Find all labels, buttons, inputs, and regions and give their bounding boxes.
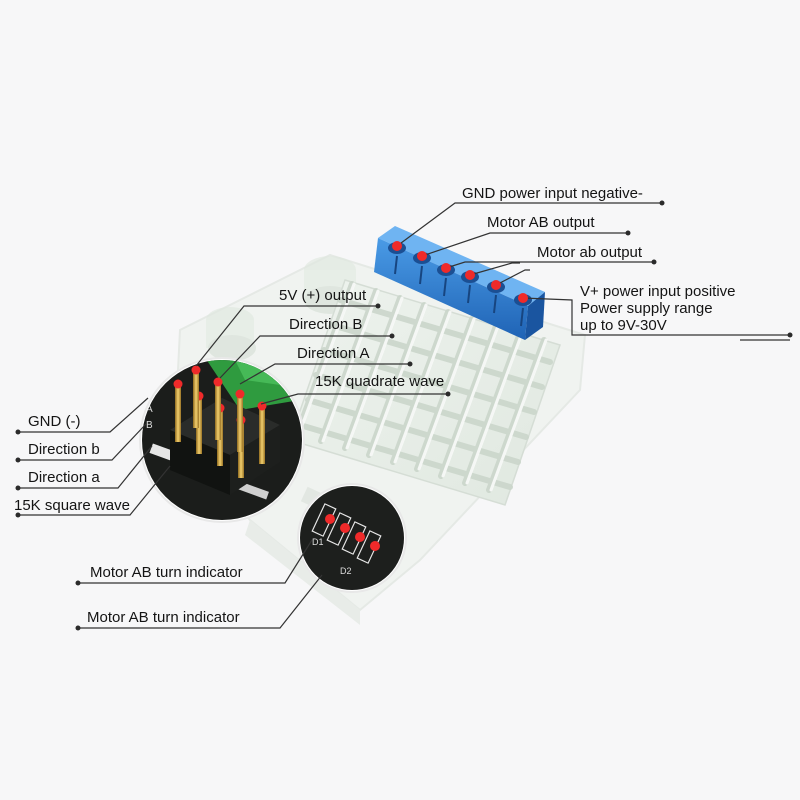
heatsink-fin-highlight <box>369 303 428 457</box>
leader-lines <box>18 202 790 629</box>
heatsink-fin <box>318 288 379 444</box>
label-square-wave: 15K square wave <box>14 497 130 514</box>
heatsink-fin-highlight <box>489 338 548 492</box>
pin-marker <box>257 401 267 411</box>
heatsink-fin <box>462 330 523 486</box>
heatsink-crossfin <box>297 422 513 490</box>
gold-pin <box>193 370 199 428</box>
label-vplus-line1: V+ power input positive <box>580 283 736 300</box>
label-quadrate-wave: 15K quadrate wave <box>315 373 445 390</box>
terminal-divider <box>419 265 423 285</box>
pin-marker <box>235 389 245 399</box>
terminal-divider <box>467 284 471 304</box>
heatsink-crossfin <box>313 372 529 440</box>
pin-marker <box>213 377 223 387</box>
heatsink-fin-highlight <box>393 310 452 464</box>
led-marker <box>370 541 380 551</box>
led-marker <box>340 523 350 533</box>
zoom-circle-pin-header: A B <box>139 357 305 523</box>
heatsink-fin-highlight <box>441 324 500 478</box>
label-direction-A: Direction A <box>297 345 370 362</box>
label-turn-indicator-1: Motor AB turn indicator <box>90 564 243 581</box>
heatsink-fin-highlight <box>465 331 524 485</box>
label-direction-B: Direction B <box>289 316 363 333</box>
heatsink-fin <box>390 309 451 465</box>
pin-marker <box>191 365 201 375</box>
label-direction-b: Direction b <box>28 441 100 458</box>
label-vplus-line3: up to 9V-30V <box>580 317 667 334</box>
heatsink-crossfin <box>321 347 537 415</box>
label-motor-ab-output: Motor ab output <box>537 244 643 261</box>
gold-pin <box>215 382 221 440</box>
svg-text:A: A <box>146 404 153 415</box>
heatsink-fin <box>486 337 547 493</box>
label-turn-indicator-2: Motor AB turn indicator <box>87 609 240 626</box>
heatsink-fin-highlight <box>321 289 380 443</box>
gold-pin <box>237 394 243 452</box>
label-gnd-power-input: GND power input negative- <box>462 185 643 202</box>
label-direction-a: Direction a <box>28 469 100 486</box>
capacitors <box>206 256 356 361</box>
heatsink-fin <box>342 295 403 451</box>
leader-end-dots <box>15 200 793 631</box>
led-marker <box>355 532 365 542</box>
terminal-divider <box>493 294 497 314</box>
svg-text:B: B <box>146 420 153 431</box>
pin-marker <box>173 379 183 389</box>
led-silkscreen: D2 <box>340 566 352 576</box>
heatsink-fin-highlight <box>345 296 404 450</box>
gold-pin <box>259 406 265 464</box>
label-vplus-line2: Power supply range <box>580 300 713 317</box>
pin-header-icon <box>170 365 280 495</box>
label-motor-AB-output: Motor AB output <box>487 214 595 231</box>
heatsink-fin <box>438 323 499 479</box>
terminal-divider <box>520 307 524 327</box>
terminal-divider <box>394 255 398 275</box>
led-silkscreen: D1 <box>312 537 324 547</box>
led-marker <box>325 514 335 524</box>
terminal-markers <box>392 241 528 303</box>
gold-pin <box>175 384 181 442</box>
heatsink-fin <box>366 302 427 458</box>
heatsink-crossfin <box>305 397 521 465</box>
terminal-divider <box>443 277 447 297</box>
heatsink-fin-highlight <box>297 282 356 436</box>
label-gnd-minus: GND (-) <box>28 413 81 430</box>
label-5v-output: 5V (+) output <box>279 287 367 304</box>
heatsink-fin <box>294 281 355 437</box>
